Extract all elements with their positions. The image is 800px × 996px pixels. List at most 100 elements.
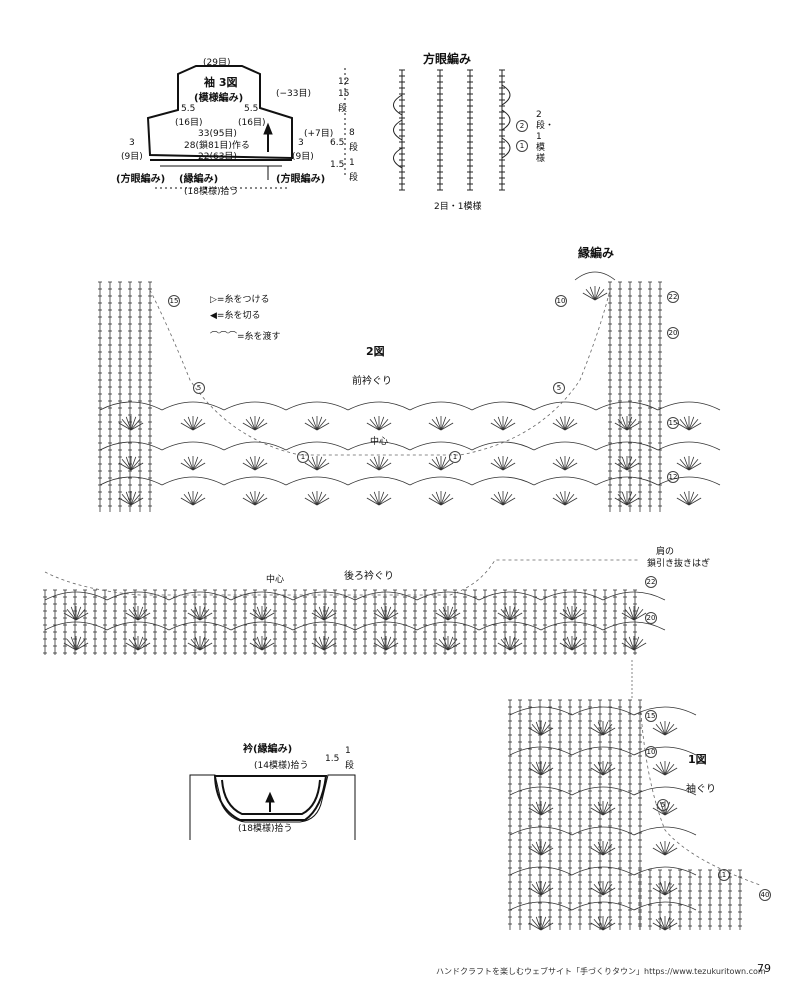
sleeve-left-55: 5.5 <box>181 104 196 114</box>
legend-carry: =糸を渡す <box>237 332 281 342</box>
sleeve-r15: 1.5 <box>330 160 345 170</box>
front-marker-5: 5 <box>193 375 205 394</box>
back-marker-20: 20 <box>645 605 657 624</box>
front-r15: 15 <box>168 295 180 307</box>
armhole-fig: 1図 <box>688 753 707 766</box>
sleeve-r1dan: 段 <box>349 173 359 183</box>
front-r10: 10 <box>555 295 567 307</box>
mesh-row2: 2 <box>516 120 528 132</box>
armhole-chart <box>508 699 761 931</box>
back-title: 後ろ衿ぐり <box>344 571 394 582</box>
sleeve-edge: (縁編み) <box>179 174 219 185</box>
sleeve-left-mesh: (方眼編み) <box>116 174 166 185</box>
front-marker-10: 10 <box>555 288 567 307</box>
armhole-r40: 40 <box>759 889 771 901</box>
sleeve-title: 袖 3図 <box>204 76 238 89</box>
attach-triangle-icon: ▷ <box>210 295 217 305</box>
sleeve-left-3-sts: (9目) <box>121 152 143 162</box>
collar-top-pick: (14模様)拾う <box>254 761 309 771</box>
sleeve-w33: 33(95目) <box>198 129 237 139</box>
sleeve-right-55: 5.5 <box>244 104 259 114</box>
front-r15-right: 15 <box>667 417 679 429</box>
collar-bottom-pick: (18模様)拾う <box>238 824 293 834</box>
sleeve-inc: (+7目) <box>304 129 334 139</box>
armhole-marker-1: 1 <box>718 862 730 881</box>
back-r22: 22 <box>645 576 657 588</box>
mesh-repeat: 2目・1模様 <box>434 202 482 212</box>
back-r20: 20 <box>645 612 657 624</box>
sleeve-r8: 8 <box>349 128 355 138</box>
mesh-rowlabel: 2段・1模様 <box>536 110 555 164</box>
front-r20: 20 <box>667 327 679 339</box>
sleeve-right-3: 3 <box>298 138 304 148</box>
mesh-row1: 1 <box>516 140 528 152</box>
front-r5: 5 <box>193 382 205 394</box>
armhole-marker-15: 15 <box>645 703 657 722</box>
mesh-row2-marker: 2 <box>516 113 528 132</box>
legend-cut-row: ◀=糸を切る <box>210 308 260 321</box>
sleeve-w28: 28(鎖81目)作る <box>184 141 250 151</box>
armhole-r5: 5 <box>657 799 669 811</box>
sleeve-r65: 6.5 <box>330 138 345 148</box>
mesh-chart <box>393 69 511 191</box>
front-marker-1r: 1 <box>449 444 461 463</box>
front-r12: 12 <box>667 471 679 483</box>
sleeve-rows-12: 12 <box>338 77 350 87</box>
sleeve-w22: 22(63目) <box>198 152 237 162</box>
front-r1-left: 1 <box>297 451 309 463</box>
front-marker-1l: 1 <box>297 444 309 463</box>
sleeve-top-count: (29目) <box>203 58 231 68</box>
sleeve-pickup: (18模様)拾う <box>184 187 239 197</box>
mesh-title: 方眼編み <box>423 52 472 66</box>
back-marker-22: 22 <box>645 569 657 588</box>
sleeve-left-55-sts: (16目) <box>175 118 203 128</box>
sleeve-r8dan: 段 <box>349 143 359 153</box>
sleeve-right-55-sts: (16目) <box>238 118 266 128</box>
front-marker-15: 15 <box>168 288 180 307</box>
front-center: 中心 <box>370 437 389 447</box>
front-r22: 22 <box>667 291 679 303</box>
sleeve-left-3: 3 <box>129 138 135 148</box>
sleeve-right-dec: (−33目) <box>276 89 312 99</box>
sleeve-right-mesh: (方眼編み) <box>276 174 326 185</box>
collar-rows: 1.5 <box>325 754 340 764</box>
armhole-r10: 10 <box>645 746 657 758</box>
collar-title: 衿(縁編み) <box>243 744 293 755</box>
sleeve-rows-dan: 段 <box>338 104 348 114</box>
sleeve-r1: 1 <box>349 158 355 168</box>
front-title: 前衿ぐり <box>352 376 392 387</box>
collar-r1: 1 <box>345 746 351 756</box>
back-center: 中心 <box>266 575 285 585</box>
front-fig: 2図 <box>366 345 385 358</box>
legend-attach-row: ▷=糸をつける <box>210 292 269 305</box>
front-neck-chart <box>98 271 721 512</box>
sleeve-right-3-sts: (9目) <box>292 152 314 162</box>
sleeve-schematic <box>146 65 346 189</box>
armhole-r1: 1 <box>718 869 730 881</box>
armhole-marker-5: 5 <box>657 792 669 811</box>
back-neck-chart <box>43 559 666 700</box>
collar-schematic <box>189 774 356 840</box>
legend-cut: =糸を切る <box>216 311 261 321</box>
armhole-r15: 15 <box>645 710 657 722</box>
legend-carry-row: ⌒⌒⌒=糸を渡す <box>210 329 281 342</box>
mesh-row1-marker: 1 <box>516 133 528 152</box>
cut-triangle-icon: ◀ <box>210 311 217 321</box>
front-marker-20: 20 <box>667 320 679 339</box>
carry-arc-icon: ⌒⌒⌒ <box>210 332 238 342</box>
front-r1-right: 1 <box>449 451 461 463</box>
armhole-title: 袖ぐり <box>686 784 716 795</box>
front-marker-22: 22 <box>667 284 679 303</box>
collar-dan: 段 <box>345 761 355 771</box>
back-shoulder-2: 鎖引き抜きはぎ <box>647 559 711 569</box>
front-marker-15r: 15 <box>667 410 679 429</box>
sleeve-rows-15: 15 <box>338 89 350 99</box>
front-r5-right: 5 <box>553 382 565 394</box>
front-edge-title: 縁編み <box>578 246 615 260</box>
legend-attach: =糸をつける <box>216 295 270 305</box>
back-shoulder-1: 肩の <box>656 547 675 557</box>
front-marker-5r: 5 <box>553 375 565 394</box>
front-marker-12: 12 <box>667 464 679 483</box>
footer-text: ハンドクラフトを楽しむウェブサイト「手づくりタウン」https://www.te… <box>436 967 766 976</box>
